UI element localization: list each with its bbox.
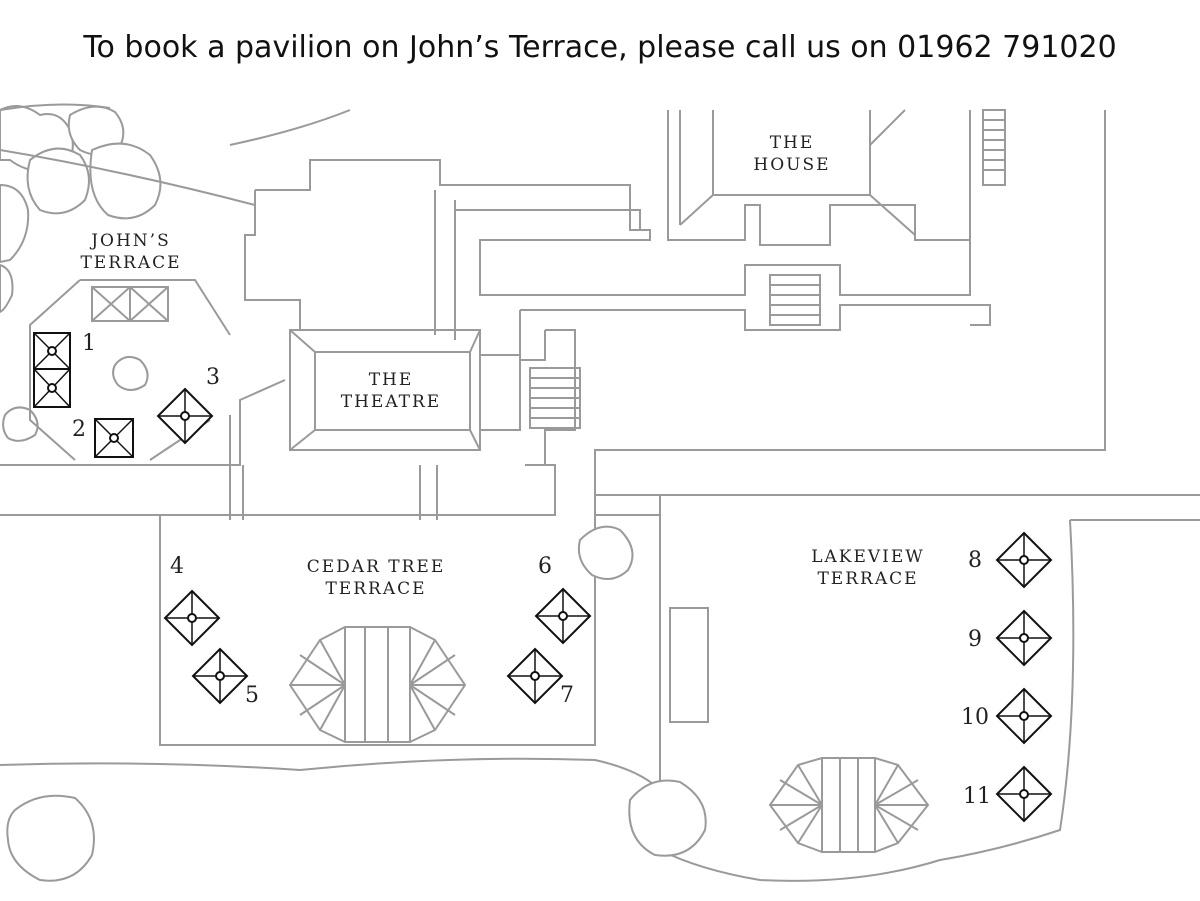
pavilion-label-6: 6 — [538, 554, 552, 579]
lakeview-terrace-label-line2: TERRACE — [817, 569, 918, 589]
pavilion-8[interactable] — [995, 531, 1053, 589]
pavilion-label-1: 1 — [82, 331, 96, 356]
trees-top-left — [0, 103, 351, 442]
theatre-label-line1: THE — [369, 370, 414, 390]
house-label-line2: HOUSE — [753, 155, 830, 175]
pavilion-2[interactable] — [94, 418, 134, 458]
paths-and-terraces — [0, 110, 1200, 882]
johns-terrace-label-line2: TERRACE — [80, 253, 181, 273]
pavilion-label-5: 5 — [245, 683, 259, 708]
cedar-terrace-label-line2: TERRACE — [325, 579, 426, 599]
lakeview-large-pavilion — [768, 757, 930, 853]
pavilion-4[interactable] — [163, 589, 221, 647]
map-title: To book a pavilion on John’s Terrace, pl… — [83, 30, 1117, 65]
pavilion-label-4: 4 — [170, 554, 184, 579]
cedar-tree-large-pavilion — [288, 626, 467, 743]
pavilion-5[interactable] — [191, 647, 249, 705]
johns-terrace-label-line1: JOHN’S — [89, 231, 171, 251]
cedar-terrace-label-line1: CEDAR TREE — [307, 557, 446, 577]
house-label-line1: THE — [770, 133, 815, 153]
pavilion-label-10: 10 — [961, 705, 989, 730]
pavilion-9[interactable] — [995, 609, 1053, 667]
pavilion-label-9: 9 — [968, 627, 982, 652]
pavilion-1[interactable] — [33, 332, 71, 408]
pavilion-6[interactable] — [534, 587, 592, 645]
pavilion-11[interactable] — [995, 765, 1053, 823]
lakeview-terrace-label-line1: LAKEVIEW — [811, 547, 925, 567]
pavilion-3[interactable] — [156, 387, 214, 445]
pavilion-label-3: 3 — [206, 365, 220, 390]
trees-lower — [6, 525, 707, 882]
pavilion-label-8: 8 — [968, 548, 982, 573]
pavilion-label-2: 2 — [72, 417, 86, 442]
buildings — [244, 109, 1006, 465]
pavilion-label-11: 11 — [963, 784, 991, 809]
theatre-label-line2: THEATRE — [341, 392, 441, 412]
pavilion-7[interactable] — [506, 647, 564, 705]
pavilion-10[interactable] — [995, 687, 1053, 745]
pavilion-label-7: 7 — [560, 683, 574, 708]
